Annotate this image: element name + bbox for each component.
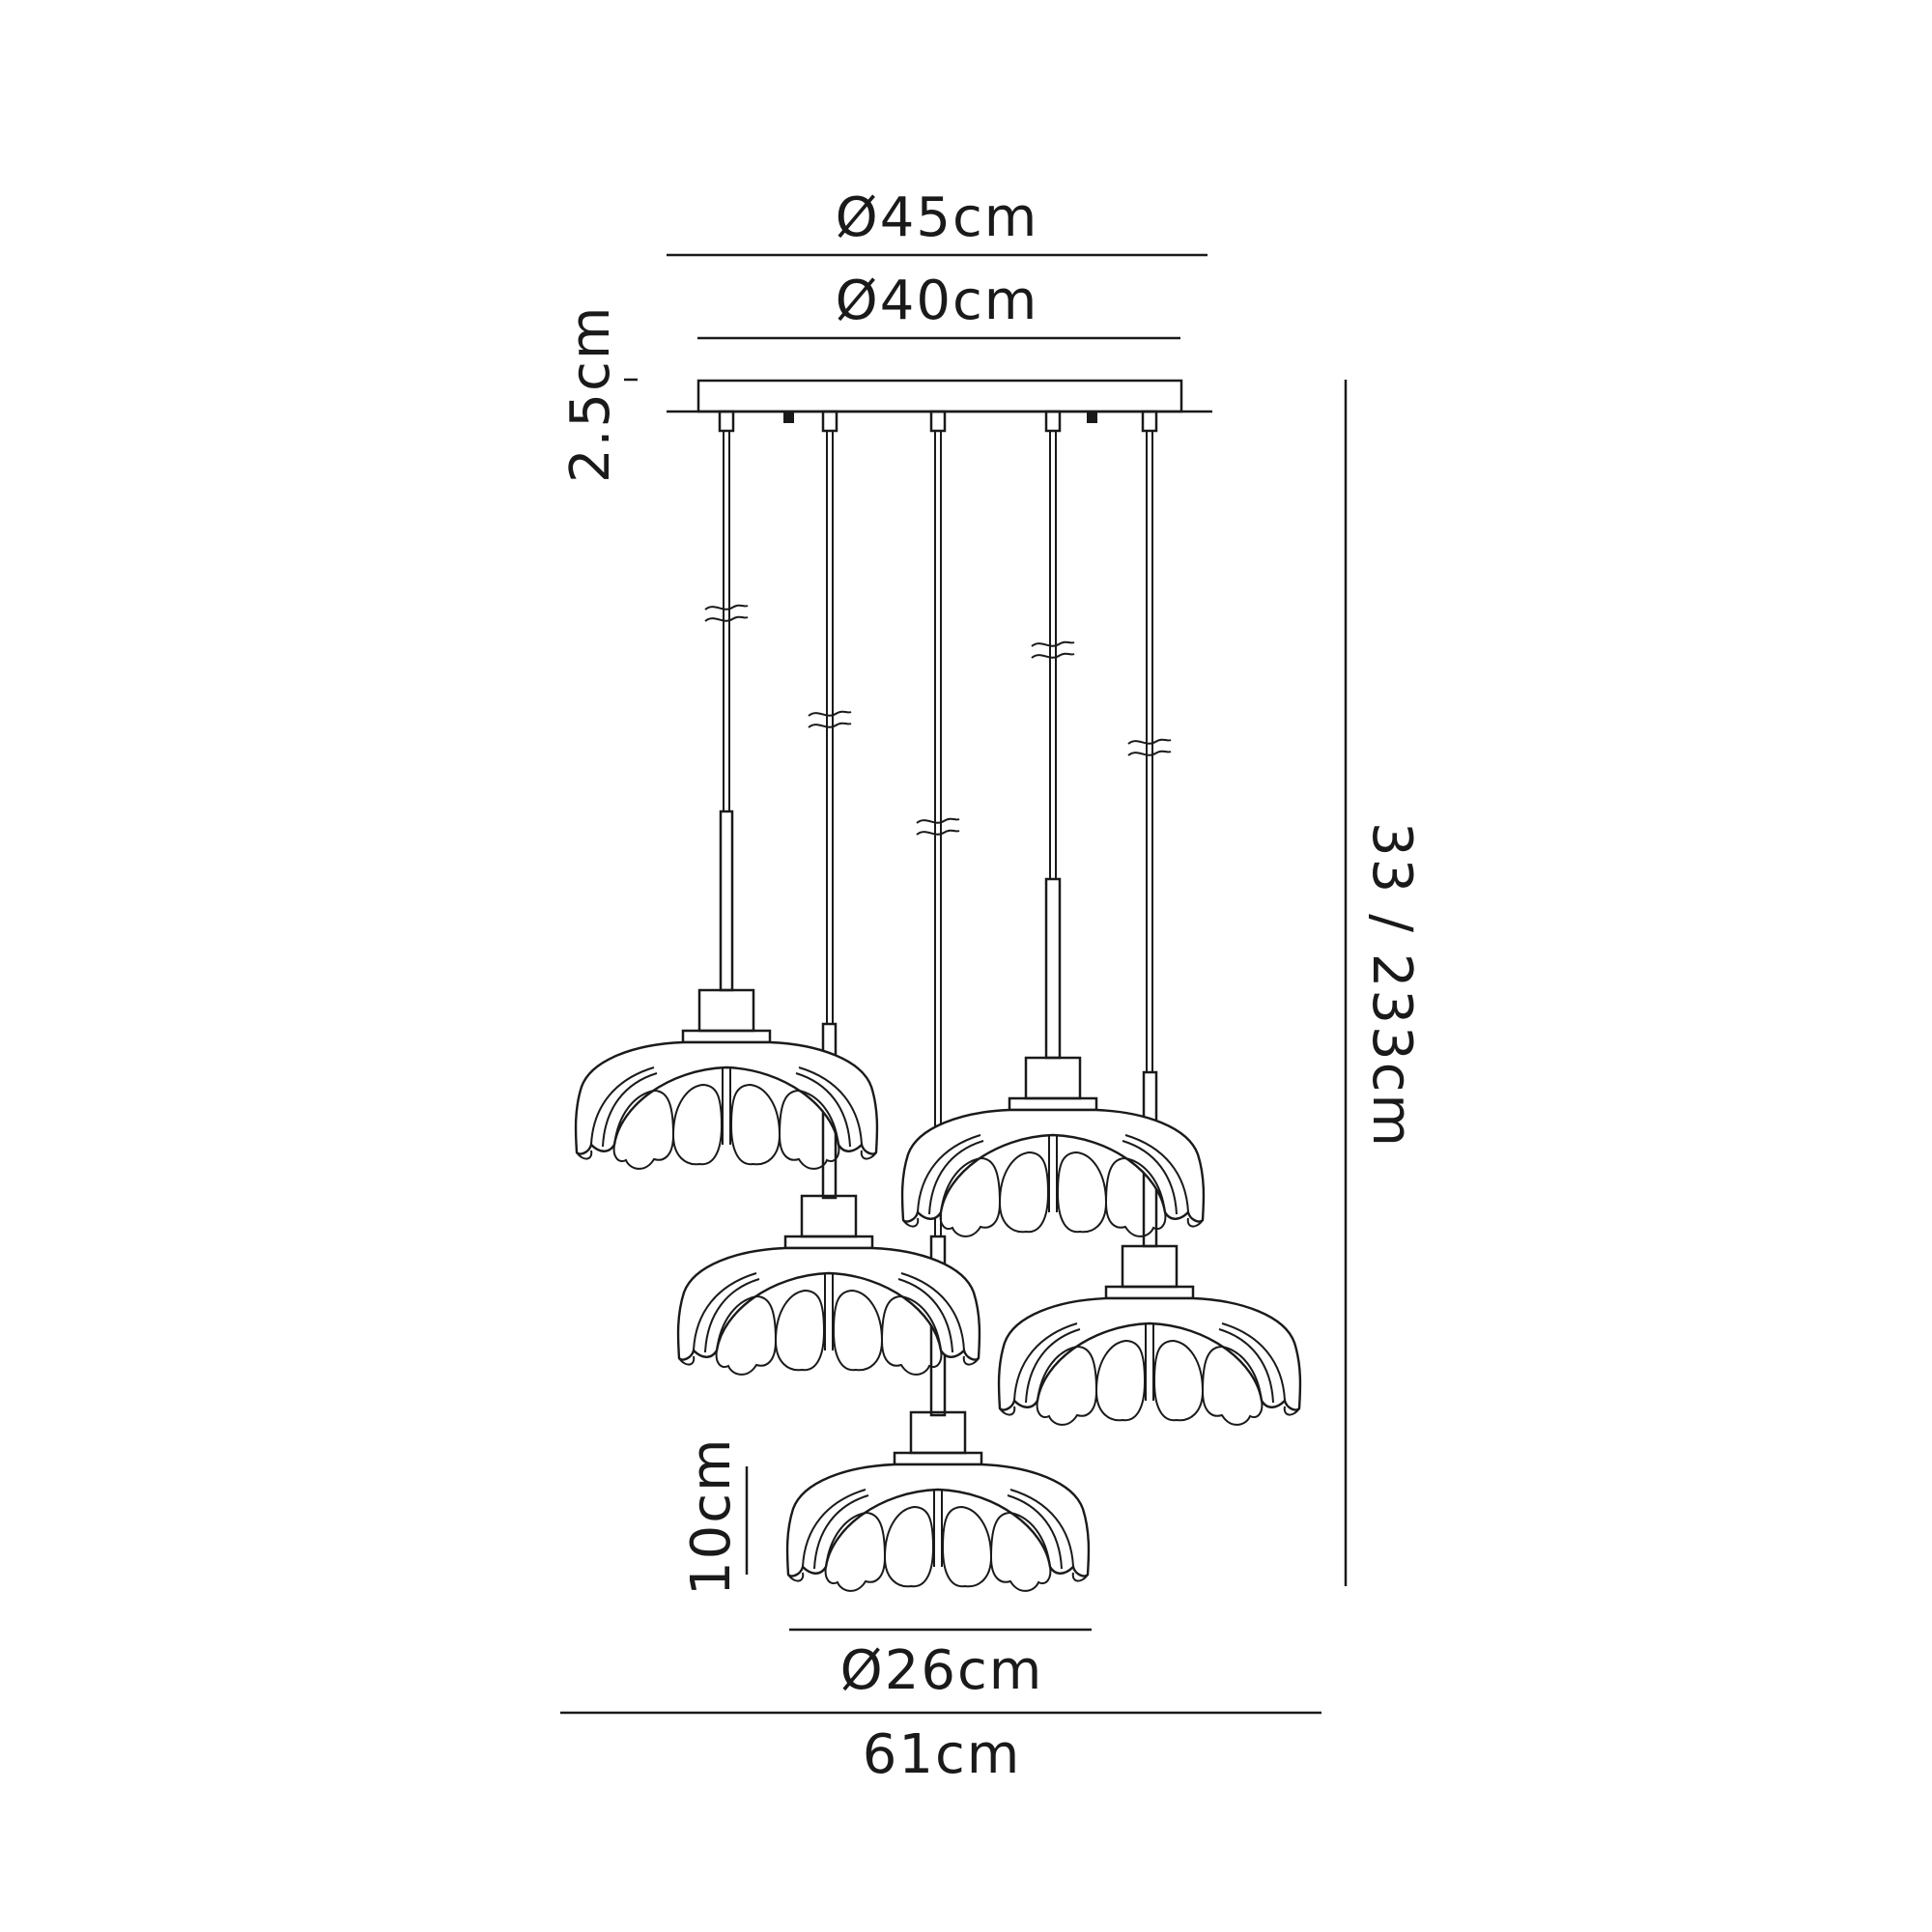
overall-width-dim-label: 61cm (863, 1723, 1022, 1786)
canopy-height-dim-label: 2.5cm (559, 305, 622, 483)
overall-height-dim-label: 33 / 233cm (1360, 822, 1423, 1149)
shade-height-dim-label: 10cm (680, 1436, 743, 1596)
cable-break-symbols (704, 604, 1172, 836)
canopy-outer-dim-label: Ø45cm (836, 186, 1039, 249)
pendant-shade-5 (997, 1244, 1302, 1427)
ceiling-canopy (667, 379, 1212, 433)
canopy-inner-dim-label: Ø40cm (836, 270, 1039, 332)
pendant-shade-3 (785, 1410, 1091, 1593)
pendant-shade-4 (900, 1056, 1206, 1238)
shade-diameter-dim-label: Ø26cm (840, 1639, 1044, 1702)
